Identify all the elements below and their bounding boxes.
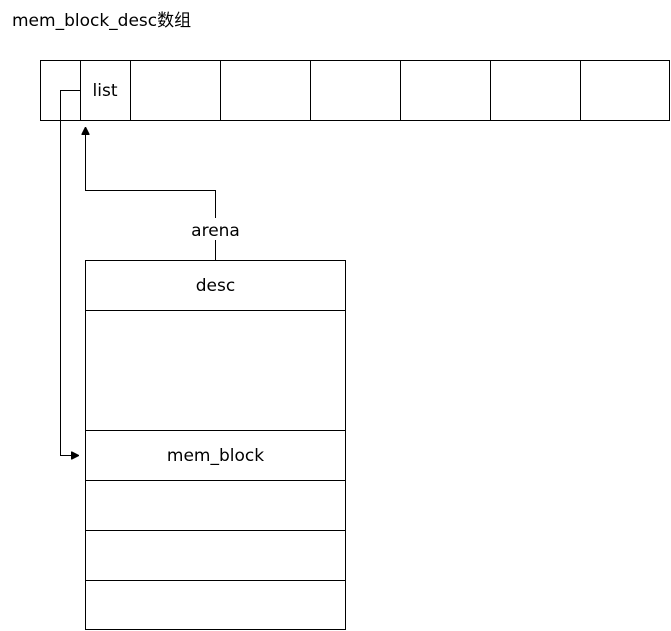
array-cell [310,60,401,121]
diagram-title: mem_block_desc数组 [12,11,191,31]
mem-block-row-empty [85,580,346,630]
array-cell [400,60,491,121]
desc-label: desc [196,276,235,296]
mem-block-label: mem_block [167,446,264,466]
array-cell [130,60,221,121]
arena-label-bg [190,218,242,240]
desc-row [85,260,346,311]
arena-header-space [85,310,346,431]
list-label: list [93,81,118,101]
array-cell-list [80,60,131,121]
array-cell [220,60,311,121]
mem-block-row-empty [85,530,346,581]
arena-block: desc mem_block [85,260,346,630]
mem-block-desc-array: list [40,60,670,121]
mem-block-row-empty [85,480,346,531]
array-cell [580,60,670,121]
mem-block-row [85,430,346,481]
array-cell [490,60,581,121]
arena-label: arena [191,221,240,241]
list-to-mem-block-arrow [60,90,81,456]
